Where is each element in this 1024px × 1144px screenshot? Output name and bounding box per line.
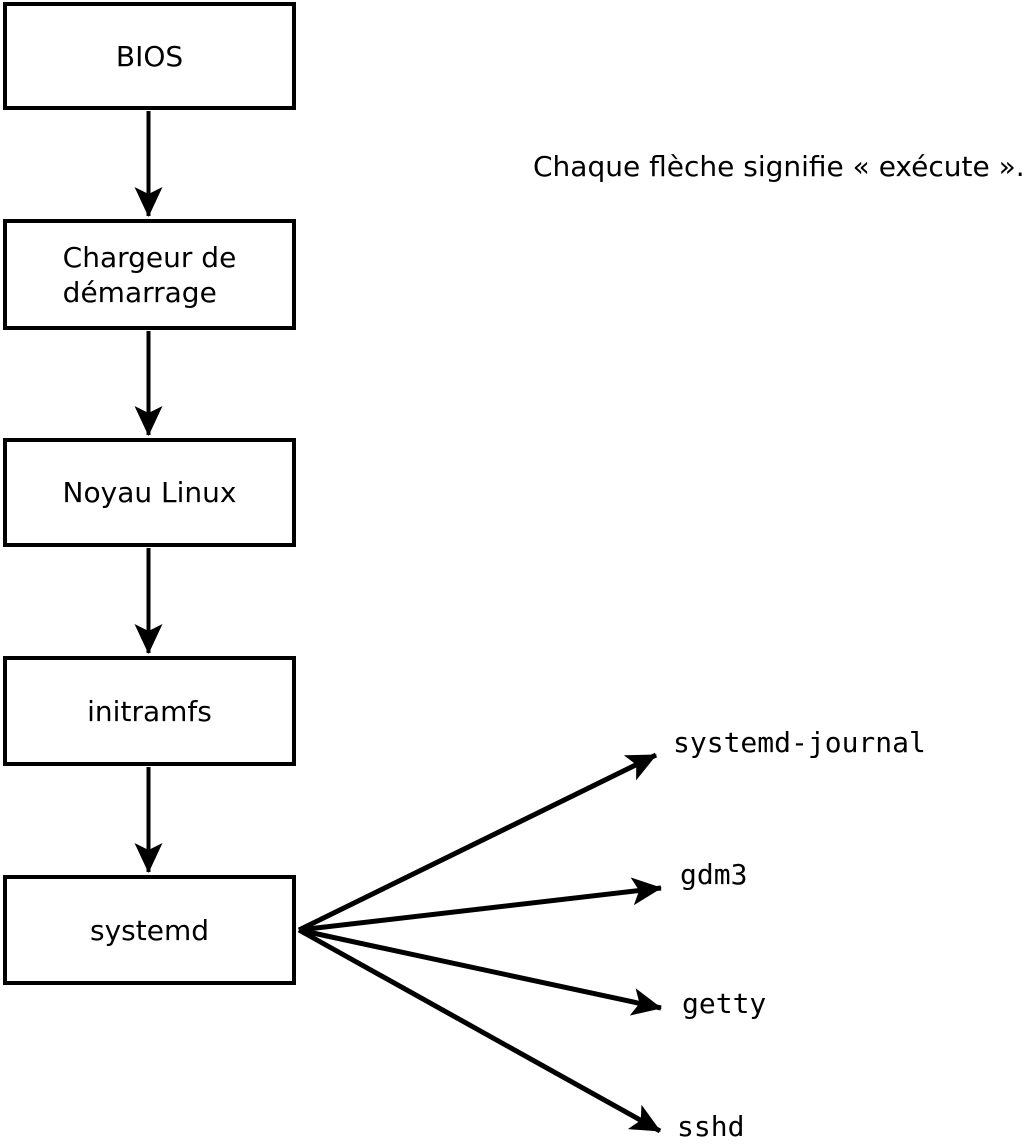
node-kernel-label: Noyau Linux — [62, 476, 237, 509]
process-label-systemd-journal: systemd-journal — [673, 726, 926, 759]
node-bios: BIOS — [3, 2, 296, 110]
arrow-systemd-to-sshd — [297, 927, 662, 1134]
arrow-meaning-annotation: Chaque flèche signifie « exécute ». — [533, 150, 1024, 183]
node-bootloader-label: Chargeur de démarrage — [62, 240, 237, 309]
arrow-systemd-to-gdm3 — [298, 877, 662, 933]
process-label-getty: getty — [682, 987, 767, 1020]
node-initramfs: initramfs — [3, 656, 296, 766]
process-label-sshd: sshd — [677, 1110, 745, 1143]
node-bios-label: BIOS — [115, 39, 184, 73]
node-kernel: Noyau Linux — [3, 438, 296, 547]
node-systemd-label: systemd — [90, 913, 209, 947]
process-label-gdm3: gdm3 — [680, 858, 748, 891]
arrow-systemd-to-systemd-journal — [297, 752, 658, 933]
arrow-systemd-to-getty — [298, 927, 662, 1016]
node-bootloader: Chargeur de démarrage — [3, 219, 296, 330]
node-systemd: systemd — [3, 875, 296, 985]
node-initramfs-label: initramfs — [87, 694, 212, 728]
